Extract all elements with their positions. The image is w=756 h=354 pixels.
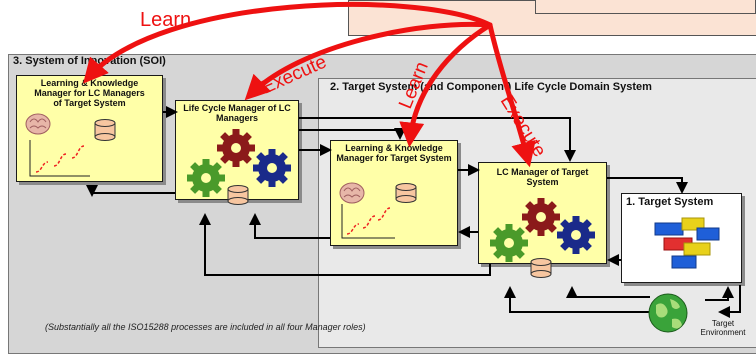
lego-bricks-icon (654, 217, 720, 269)
execute-arrow-left (244, 21, 493, 101)
gear-icon-blue-1 (253, 149, 291, 187)
brain-icon-left (25, 113, 51, 135)
learning-curve-icon-left (29, 140, 90, 177)
soi-note: (Substantially all the ISO15288 processe… (45, 322, 366, 332)
database-icon-1 (94, 119, 116, 141)
connector-lcm-to-domain (299, 128, 406, 140)
lk-manager-target-box: Learning & Knowledge Manager for Target … (330, 140, 458, 246)
connector-lcm-to-lk-left (86, 185, 175, 197)
execute-label-right: Execute (496, 92, 550, 161)
lcm-target-title: LC Manager of Target System (496, 167, 589, 187)
gear-icon-red-1 (217, 129, 255, 167)
brain-icon-right (339, 182, 365, 204)
learning-curve-icon-right (341, 204, 395, 239)
connector-lcm-target-loop (199, 213, 491, 276)
connector-lcm-target-to-target (607, 177, 688, 194)
lcm-of-lc-managers-title: Life Cycle Manager of LC Managers (183, 103, 291, 123)
database-icon-4 (530, 258, 552, 278)
connector-env-right (566, 286, 650, 298)
black-connectors (86, 106, 741, 318)
earth-icon (648, 293, 688, 333)
red-arrows (83, 2, 536, 168)
gear-icon-green-1 (187, 159, 225, 197)
gear-icon-blue-2 (557, 216, 595, 254)
execute-arrow-right (487, 22, 536, 168)
connector-env-left (504, 286, 650, 313)
learn-arrow-top (83, 2, 493, 84)
connector-lcm-top-route (299, 117, 576, 162)
gear-icon-red-2 (522, 198, 560, 236)
target-domain-title: 2. Target System (and Component) Life Cy… (330, 81, 652, 93)
lk-manager-target-title: Learning & Knowledge Manager for Target … (336, 143, 452, 163)
connector-env-to-target (705, 286, 734, 301)
connector-lk-target-to-lcm (249, 213, 330, 239)
gear-icon-green-2 (490, 224, 528, 262)
database-icon-3 (395, 183, 417, 203)
learn-arrow-mid (399, 22, 493, 148)
database-icon-2 (227, 185, 249, 205)
connector-target-to-env (718, 285, 741, 318)
learn-label-top: Learn (140, 9, 191, 31)
target-system-title: 1. Target System (626, 196, 714, 208)
execute-label-left: Execute (258, 51, 329, 98)
environment-label: Target Environment (700, 319, 746, 337)
